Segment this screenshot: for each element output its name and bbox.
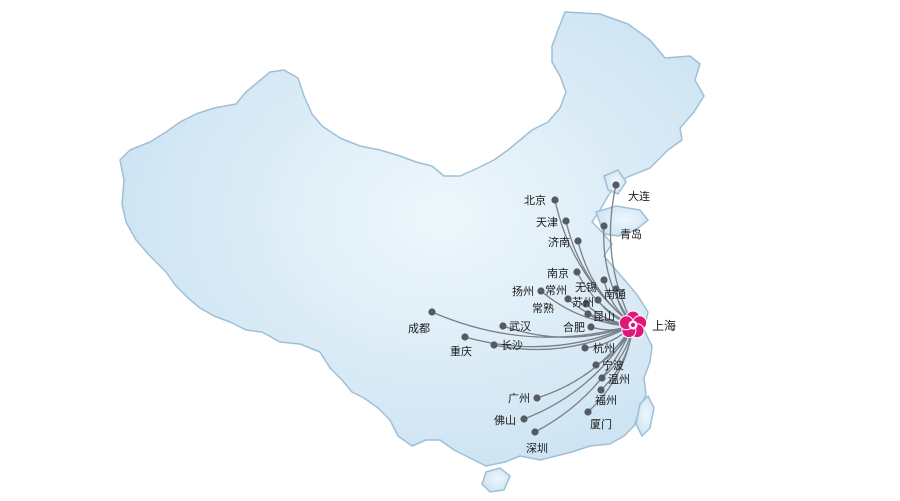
city-label-yangzhou[interactable]: 扬州 xyxy=(512,284,534,298)
city-label-hefei[interactable]: 合肥 xyxy=(563,320,585,334)
city-label-guangzhou[interactable]: 广州 xyxy=(508,392,530,405)
city-label-changshu[interactable]: 常熟 xyxy=(532,301,554,315)
city-dot-dalian[interactable] xyxy=(612,181,620,189)
city-dot-wuxi[interactable] xyxy=(600,276,608,284)
city-dot-hefei[interactable] xyxy=(587,323,595,331)
city-dot-hangzhou[interactable] xyxy=(581,344,589,352)
city-dot-nantong[interactable] xyxy=(612,285,620,293)
city-dot-tianjin[interactable] xyxy=(562,217,570,225)
city-label-fuzhou[interactable]: 福州 xyxy=(595,393,617,407)
route-line-chongqing xyxy=(464,324,634,348)
route-line-changsha xyxy=(493,324,634,351)
hainan-island-shape xyxy=(481,467,511,493)
city-label-shenzhen[interactable]: 深圳 xyxy=(526,442,548,455)
city-label-changsha[interactable]: 长沙 xyxy=(501,339,523,352)
city-dot-foshan[interactable] xyxy=(520,415,528,423)
city-dot-guangzhou[interactable] xyxy=(533,394,541,402)
city-dot-jinan[interactable] xyxy=(574,237,582,245)
city-dot-beijing[interactable] xyxy=(551,196,559,204)
city-dot-fuzhou[interactable] xyxy=(597,386,605,394)
city-dot-xiamen[interactable] xyxy=(584,408,592,416)
city-label-jinan[interactable]: 济南 xyxy=(548,235,570,249)
city-dot-qingdao[interactable] xyxy=(600,222,608,230)
city-dot-kunshan[interactable] xyxy=(584,310,592,318)
route-line-chengdu xyxy=(431,311,634,338)
taiwan-island-shape xyxy=(635,394,655,438)
city-label-xiamen[interactable]: 厦门 xyxy=(590,417,612,431)
route-line-shenzhen xyxy=(534,324,634,433)
city-dots xyxy=(428,181,620,436)
city-label-wuxi[interactable]: 无锡 xyxy=(575,280,597,294)
flower-center-dot xyxy=(630,322,636,328)
city-label-kunshan[interactable]: 昆山 xyxy=(593,310,615,323)
city-label-qingdao[interactable]: 青岛 xyxy=(620,227,642,241)
city-labels: 大连 北京天津青岛济南南京无锡南通 扬州常州常熟 苏州昆山成都 武汉 合肥重庆 长沙 杭州宁波… xyxy=(408,189,650,455)
city-label-nantong[interactable]: 南通 xyxy=(604,288,626,301)
city-label-chongqing[interactable]: 重庆 xyxy=(450,344,472,358)
city-label-nanjing[interactable]: 南京 xyxy=(547,266,569,280)
city-dot-changsha[interactable] xyxy=(490,341,498,349)
shandong-coast-shape xyxy=(595,205,650,237)
hub-shanghai: 上海 xyxy=(618,310,676,339)
city-dot-chongqing[interactable] xyxy=(461,333,469,341)
city-dot-suzhou[interactable] xyxy=(594,296,602,304)
route-line-foshan xyxy=(523,324,634,420)
china-mainland-shape xyxy=(119,11,705,467)
flower-logo-icon xyxy=(618,310,648,339)
city-label-hangzhou[interactable]: 杭州 xyxy=(593,341,615,355)
city-dot-wuhan[interactable] xyxy=(499,322,507,330)
city-label-changzhou[interactable]: 常州 xyxy=(545,284,567,297)
city-label-suzhou[interactable]: 苏州 xyxy=(572,296,594,309)
city-label-chengdu[interactable]: 成都 xyxy=(408,322,430,335)
city-label-beijing[interactable]: 北京 xyxy=(524,193,546,207)
city-dot-yangzhou[interactable] xyxy=(537,287,545,295)
city-label-wuhan[interactable]: 武汉 xyxy=(509,320,531,333)
city-dot-changzhou[interactable] xyxy=(564,295,572,303)
city-label-ningbo[interactable]: 宁波 xyxy=(602,358,624,372)
city-label-tianjin[interactable]: 天津 xyxy=(536,216,558,229)
city-dot-ningbo[interactable] xyxy=(592,361,600,369)
city-label-dalian[interactable]: 大连 xyxy=(628,189,650,203)
route-line-dalian xyxy=(609,184,634,326)
hub-label: 上海 xyxy=(652,318,676,333)
city-label-wenzhou[interactable]: 温州 xyxy=(608,373,630,386)
city-dot-nanjing[interactable] xyxy=(573,268,581,276)
city-dot-chengdu[interactable] xyxy=(428,308,436,316)
city-dot-changshu[interactable] xyxy=(582,300,590,308)
city-dot-wenzhou[interactable] xyxy=(598,374,606,382)
city-dot-shenzhen[interactable] xyxy=(531,428,539,436)
city-label-foshan[interactable]: 佛山 xyxy=(494,414,516,427)
